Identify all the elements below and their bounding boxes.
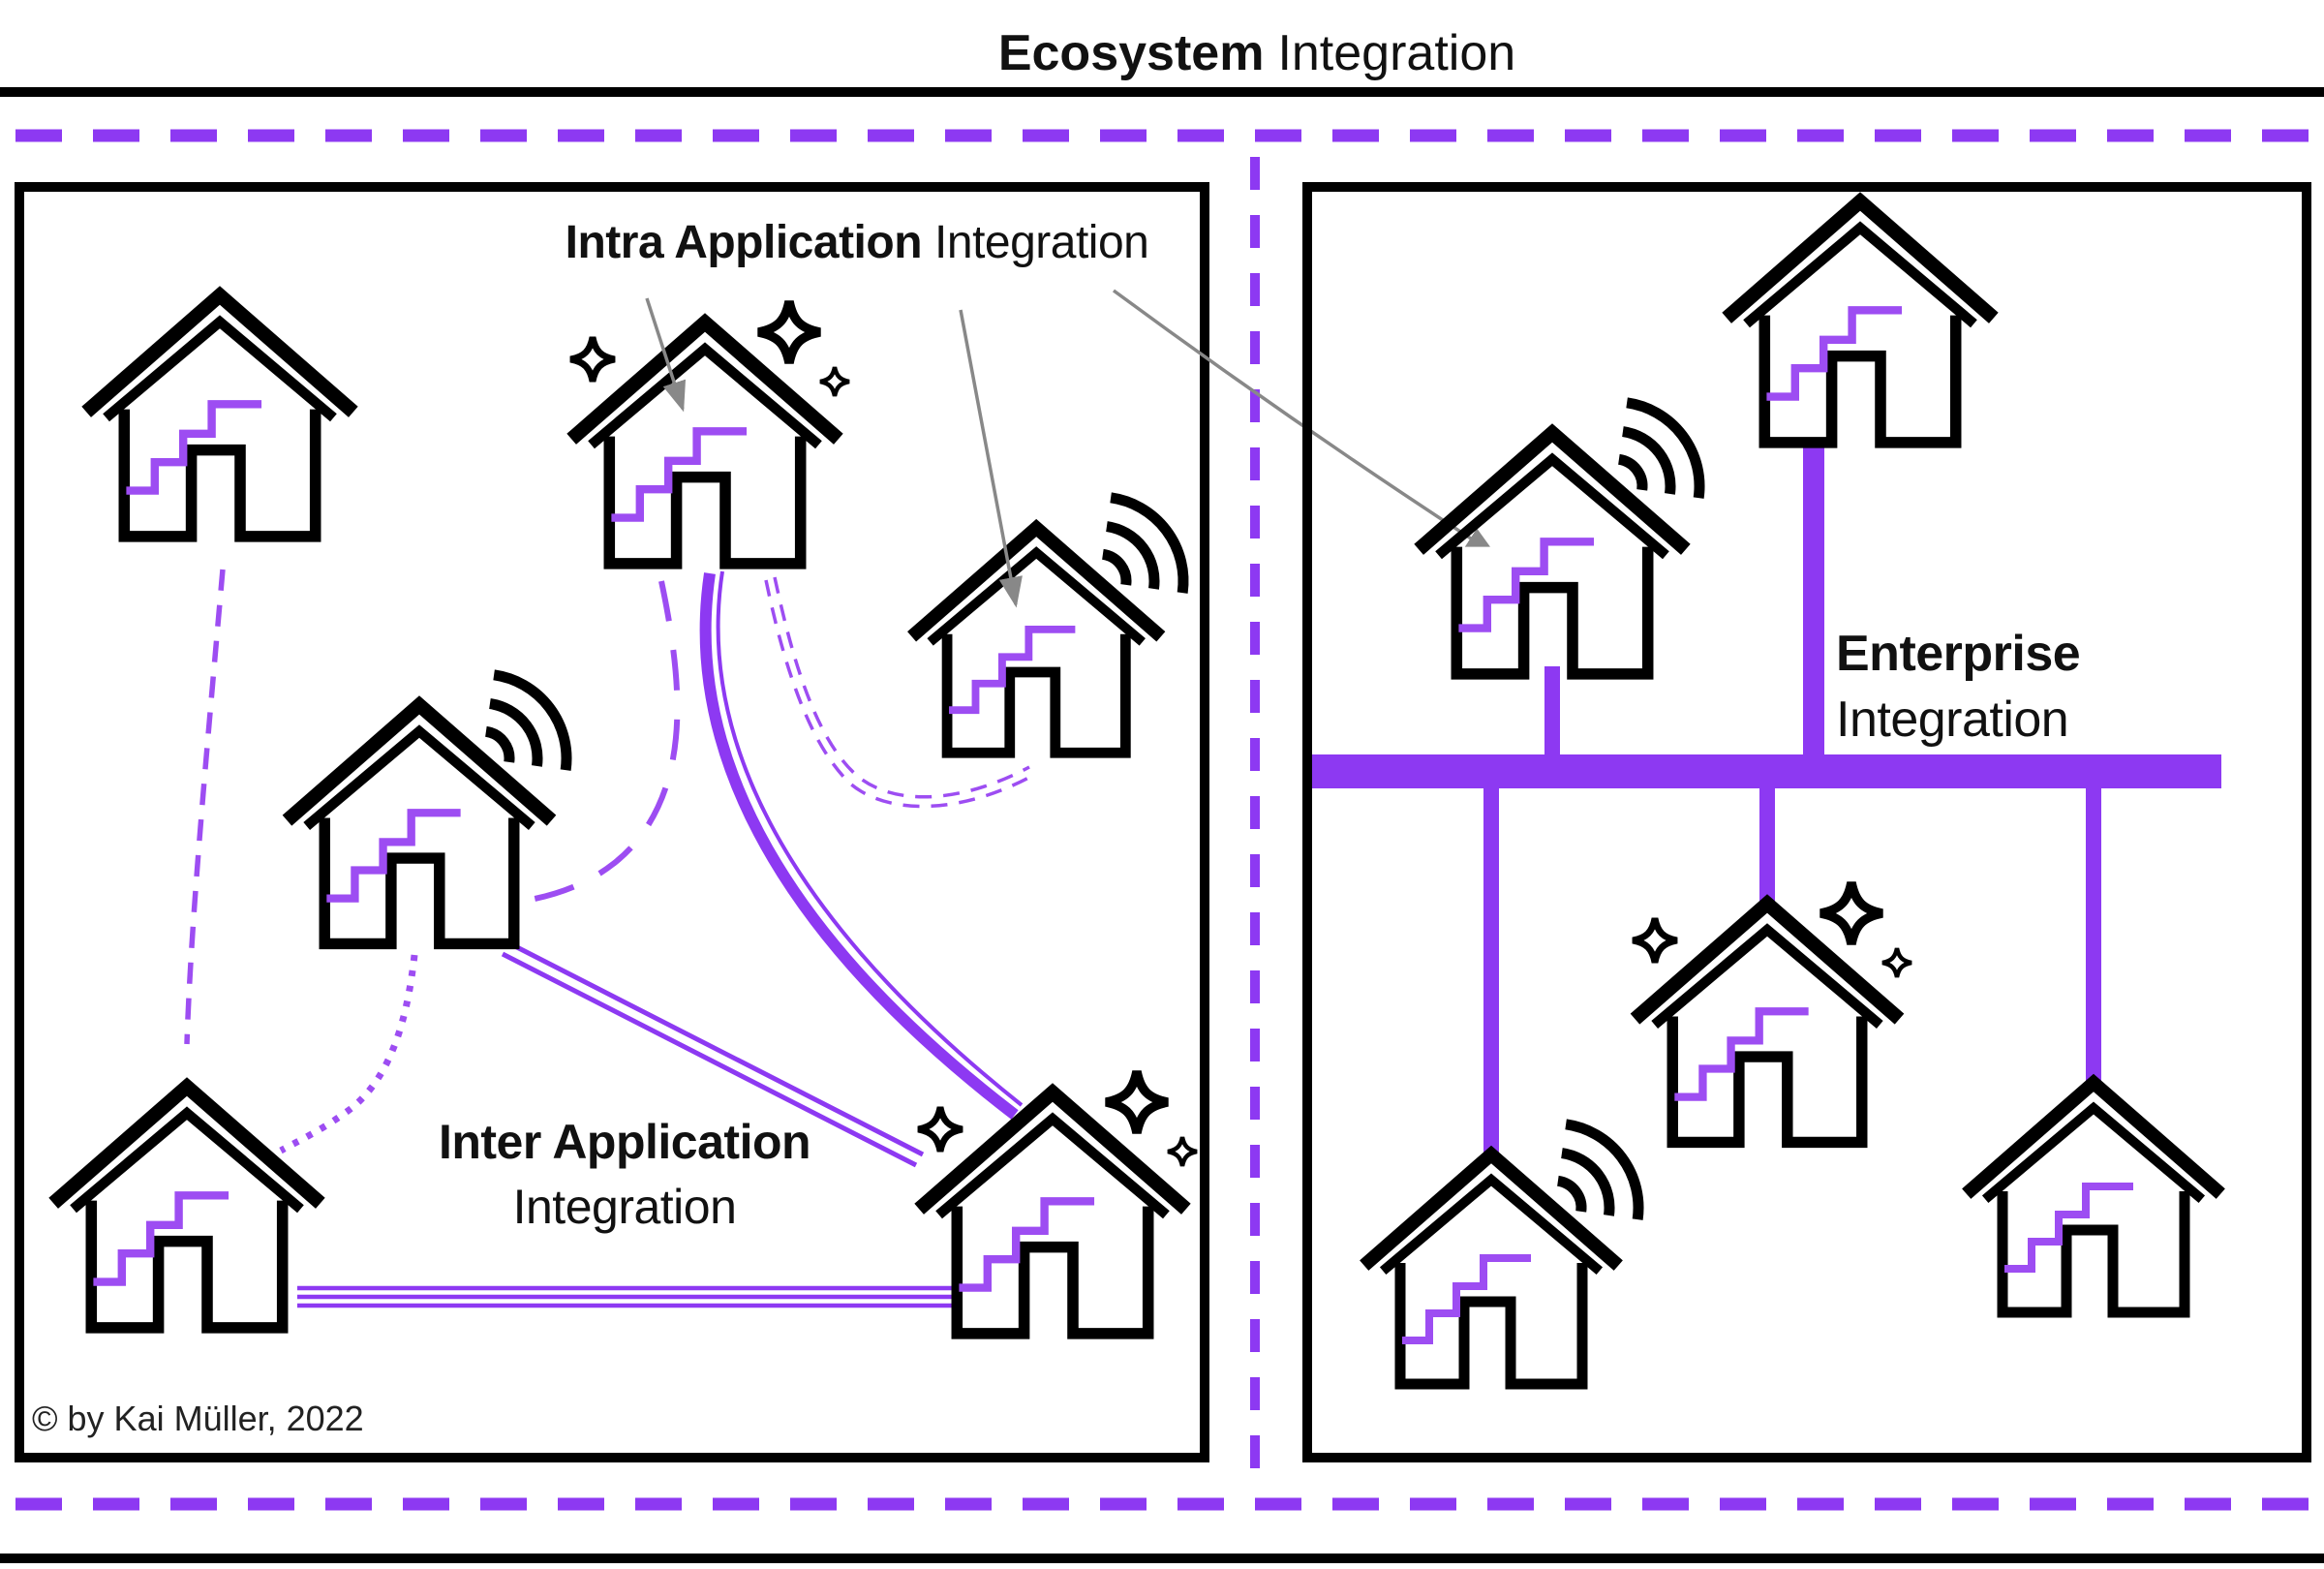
bus-drop-top-house xyxy=(1803,436,1824,757)
wifi-signal-icon xyxy=(1099,498,1194,593)
sparkle-icon xyxy=(570,337,615,382)
diagram-title-emphasis: Ecosystem xyxy=(998,25,1265,81)
house-with-stairs-icon xyxy=(92,295,349,537)
intra-pointer-arrows xyxy=(645,289,1496,608)
house-with-stairs-icon xyxy=(1972,1083,2216,1312)
page-borders xyxy=(0,87,2324,1563)
connection-double-dashed-line-b xyxy=(764,579,1033,809)
inter-application-label-line1: Inter Application xyxy=(439,1115,810,1169)
connection-dashed-line xyxy=(184,569,226,1045)
sparkle-icon xyxy=(1106,1071,1168,1133)
connection-thick-ribbon-companion-line xyxy=(716,570,1024,1107)
left-panel-connections xyxy=(184,569,1033,1308)
inter-application-label-line2: Integration xyxy=(513,1180,737,1234)
connection-dotted-line xyxy=(279,954,418,1154)
intra-label-rest: Integration xyxy=(934,217,1148,268)
diagram-title-rest: Integration xyxy=(1277,25,1515,81)
house-with-stairs-icon xyxy=(59,1087,316,1328)
sparkle-icon xyxy=(820,367,849,396)
arrow-to-sparkle-house xyxy=(645,297,687,413)
connection-long-dash-line xyxy=(534,580,681,902)
enterprise-bus-line xyxy=(1312,754,2221,788)
wifi-signal-icon xyxy=(1615,403,1710,498)
sparkle-icon xyxy=(758,301,820,363)
wifi-signal-icon xyxy=(1554,1124,1649,1219)
connection-double-solid-line-a xyxy=(507,940,925,1157)
sparkle-icon xyxy=(918,1107,963,1152)
sparkle-icon xyxy=(1820,882,1882,944)
right-panel-box xyxy=(1302,182,2311,1462)
copyright-note: © by Kai Müller, 2022 xyxy=(32,1399,364,1438)
bus-drop-wifi-upper-house xyxy=(1544,666,1560,757)
sparkle-icon xyxy=(1882,948,1911,977)
sparkle-icon xyxy=(1633,918,1677,963)
bus-drop-bottom-right-house xyxy=(2086,788,2101,1081)
enterprise-label-line2: Integration xyxy=(1836,692,2068,748)
intra-label-emphasis: Intra Application xyxy=(566,217,922,268)
enterprise-panel: Enterprise Integration xyxy=(1302,182,2311,1462)
house-with-stairs-icon xyxy=(1732,201,1989,443)
wifi-signal-icon xyxy=(482,675,577,770)
left-panel-box xyxy=(15,182,1209,1462)
connection-double-solid-line-b xyxy=(501,951,918,1168)
bus-drop-sparkle-house xyxy=(1759,788,1775,901)
enterprise-bus-network xyxy=(1312,436,2221,1156)
arrow-to-enterprise-house xyxy=(1112,289,1496,555)
arrow-to-wifi-house xyxy=(959,309,1023,608)
bus-drop-wifi-lower-house xyxy=(1483,788,1499,1156)
connection-thick-ribbon-line xyxy=(699,572,1019,1120)
sparkle-icon xyxy=(1168,1137,1197,1166)
enterprise-label-line1: Enterprise xyxy=(1836,626,2080,682)
